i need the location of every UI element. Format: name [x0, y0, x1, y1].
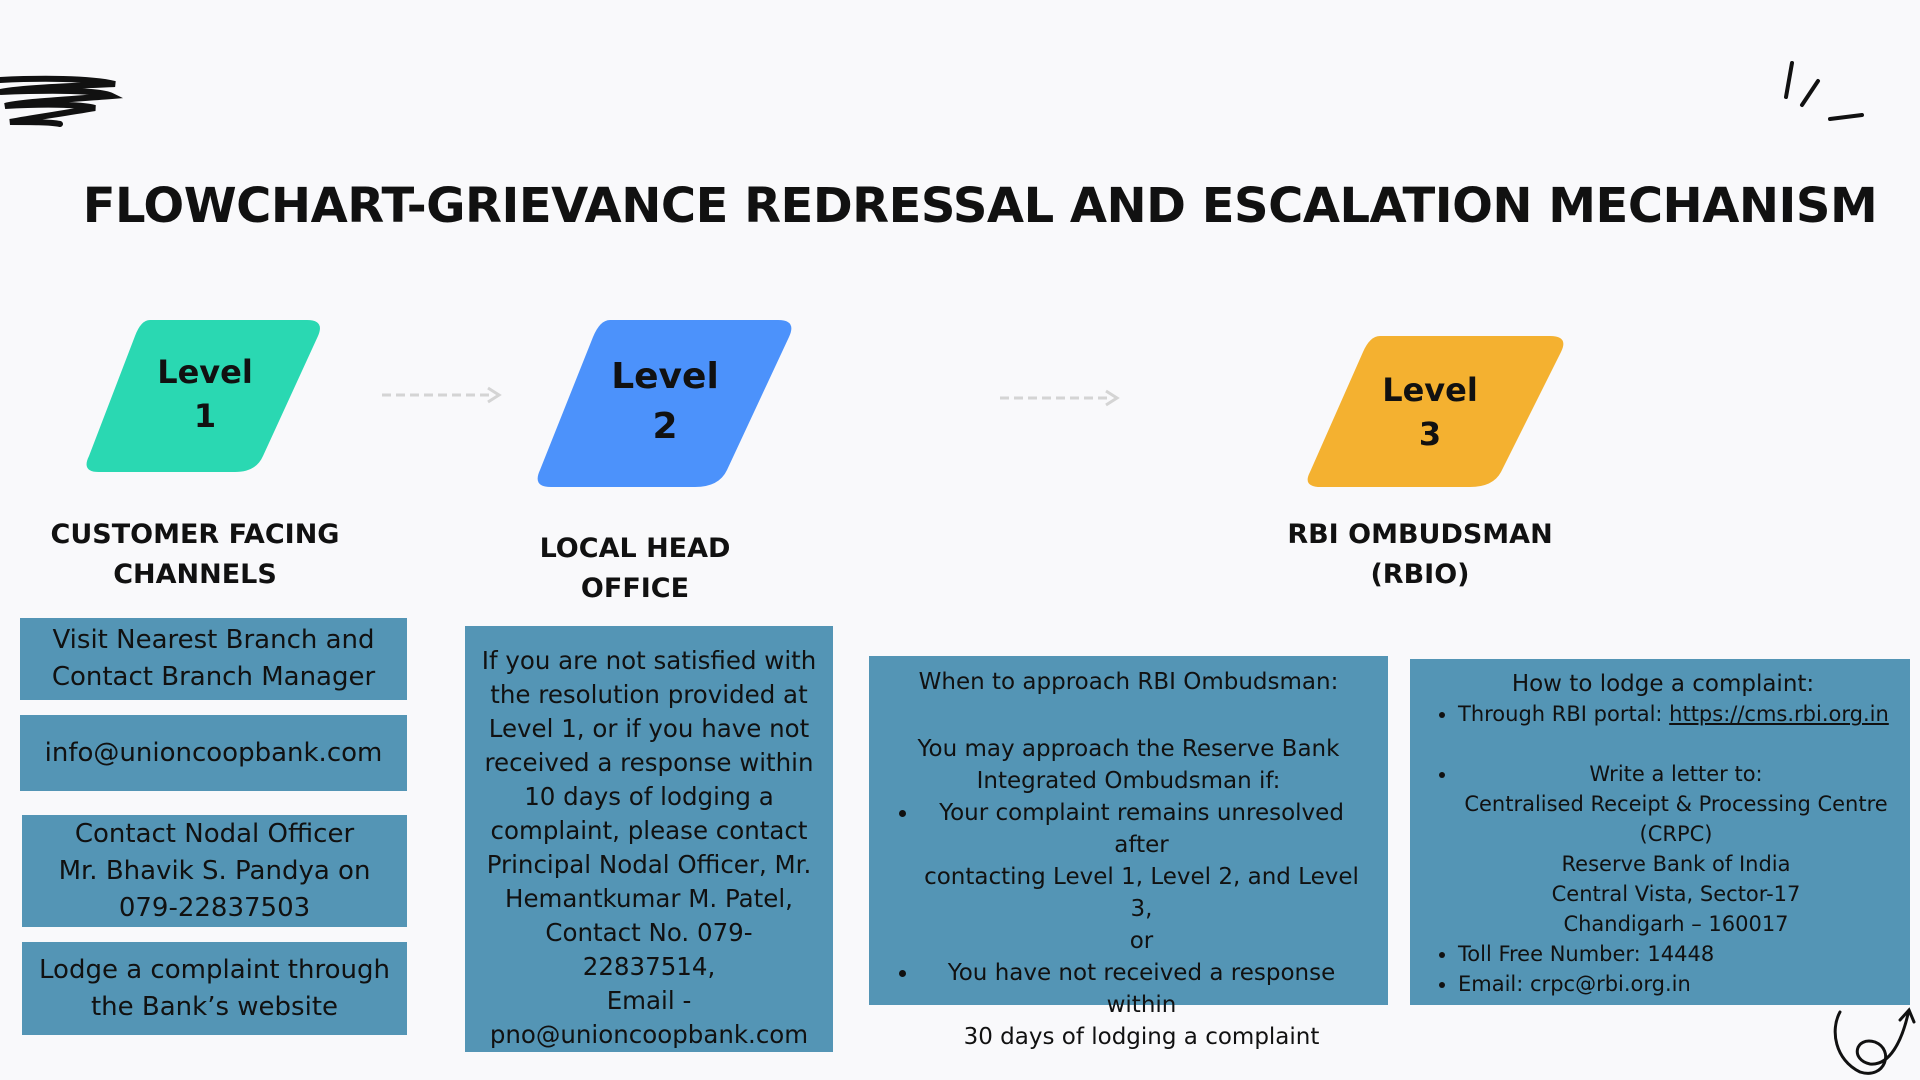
level-1-box-email: info@unioncoopbank.com: [20, 715, 407, 791]
scribble-decoration-top-left: [0, 75, 124, 127]
loop-arrow-decoration-bottom-right: [1833, 1007, 1916, 1075]
level-2-box-line: Email -: [606, 986, 692, 1015]
box-branch-line1: Visit Nearest Branch and: [52, 625, 375, 655]
level-2-box-line: If you are not satisfied with: [481, 646, 817, 675]
address-line: Chandigarh – 160017: [1563, 912, 1789, 936]
level-2-box-line: pno@unioncoopbank.com: [489, 1020, 809, 1049]
bullet-unresolved-line1: Your complaint remains unresolved after: [939, 800, 1344, 858]
level-1-number: 1: [193, 397, 217, 435]
address-line: (CRPC): [1639, 822, 1713, 846]
box-nodal-line3: 079-22837503: [118, 892, 311, 923]
rbi-portal-link[interactable]: https://cms.rbi.org.in: [1669, 702, 1889, 726]
arrow-level2-to-level3: [1000, 389, 1120, 407]
level-1-heading-line2: CHANNELS: [113, 559, 277, 590]
level-3-how-box: How to lodge a complaint: Through RBI po…: [1410, 659, 1910, 1005]
when-box-bullet-no-response: You have not received a response within …: [919, 957, 1364, 1053]
when-box-intro-line1: You may approach the Reserve Bank: [917, 736, 1340, 762]
level-2-parallelogram: [537, 320, 792, 487]
box-branch-line2: Contact Branch Manager: [51, 662, 376, 692]
level-2-heading-line1: LOCAL HEAD: [539, 533, 731, 564]
level-2-box: If you are not satisfied with the resolu…: [465, 626, 833, 1052]
level-3-label: Level 3: [1370, 368, 1490, 456]
page-title: FLOWCHART-GRIEVANCE REDRESSAL AND ESCALA…: [82, 178, 1878, 234]
bullet-unresolved-line3: or: [1129, 928, 1154, 954]
when-box-intro-line2: Integrated Ombudsman if:: [976, 768, 1281, 794]
how-box-bullet-email: Email: crpc@rbi.org.in: [1458, 969, 1894, 999]
box-website-line2: the Bank’s website: [90, 991, 339, 1022]
level-2-box-line: received a response within: [484, 748, 814, 777]
level-1-heading: CUSTOMER FACING CHANNELS: [40, 515, 350, 595]
level-2-box-line: Hemantkumar M. Patel,: [505, 884, 793, 913]
level-1-box-branch: Visit Nearest Branch and Contact Branch …: [20, 618, 407, 700]
level-3-heading-line1: RBI OMBUDSMAN: [1287, 519, 1553, 550]
box-website-line1: Lodge a complaint through: [39, 954, 390, 985]
bullet-unresolved-line2: contacting Level 1, Level 2, and Level 3…: [924, 864, 1359, 922]
level-3-when-box: When to approach RBI Ombudsman: You may …: [869, 656, 1388, 1050]
level-2-box-line: Contact No. 079-22837514,: [545, 918, 753, 981]
box-nodal-line2: Mr. Bhavik S. Pandya on: [58, 855, 371, 886]
box-nodal-line1: Contact Nodal Officer: [74, 818, 355, 849]
how-box-title: How to lodge a complaint:: [1511, 671, 1815, 697]
level-1-label: Level 1: [145, 350, 265, 438]
level-2-label: Level 2: [605, 352, 725, 452]
level-2-box-line: Level 1, or if you have not: [488, 714, 810, 743]
how-box-bullet-portal: Through RBI portal: https://cms.rbi.org.…: [1458, 699, 1894, 729]
when-box-bullets: Your complaint remains unresolved after …: [893, 797, 1364, 1053]
level-2-heading: LOCAL HEAD OFFICE: [485, 529, 785, 609]
box-email-line1: info@unioncoopbank.com: [44, 737, 383, 768]
bullet-no-response-line2: 30 days of lodging a complaint: [963, 1024, 1320, 1050]
level-3-word: Level: [1382, 371, 1478, 409]
letter-title: Write a letter to:: [1589, 762, 1763, 786]
level-3-parallelogram: [1307, 336, 1564, 487]
level-2-box-line: Principal Nodal Officer, Mr.: [486, 850, 812, 879]
level-1-word: Level: [157, 353, 253, 391]
how-box-bullets: Through RBI portal: https://cms.rbi.org.…: [1432, 699, 1894, 999]
portal-prefix: Through RBI portal:: [1458, 702, 1670, 726]
when-box-bullet-unresolved: Your complaint remains unresolved after …: [919, 797, 1364, 957]
level-2-box-line: the resolution provided at: [490, 680, 808, 709]
level-2-box-line: complaint, please contact: [490, 816, 808, 845]
level-2-number: 2: [652, 406, 678, 447]
arrow-level1-to-level2: [382, 386, 502, 404]
address-line: Centralised Receipt & Processing Centre: [1464, 792, 1888, 816]
level-1-box-website: Lodge a complaint through the Bank’s web…: [22, 942, 407, 1035]
how-box-bullet-letter: Write a letter to: Centralised Receipt &…: [1458, 759, 1894, 939]
sparkle-decoration-top-right: [1784, 61, 1864, 121]
level-3-heading: RBI OMBUDSMAN (RBIO): [1270, 515, 1570, 595]
level-1-parallelogram: [86, 320, 320, 472]
level-2-box-line: 10 days of lodging a: [524, 782, 774, 811]
bullet-no-response-line1: You have not received a response within: [947, 960, 1336, 1018]
level-2-heading-line2: OFFICE: [580, 573, 690, 604]
level-1-box-nodal-officer: Contact Nodal Officer Mr. Bhavik S. Pand…: [22, 815, 407, 927]
level-1-heading-line1: CUSTOMER FACING: [50, 519, 340, 550]
address-line: Central Vista, Sector-17: [1551, 882, 1801, 906]
level-3-heading-line2: (RBIO): [1370, 559, 1470, 590]
when-box-title: When to approach RBI Ombudsman:: [918, 669, 1339, 695]
level-2-word: Level: [611, 356, 719, 397]
address-line: Reserve Bank of India: [1561, 852, 1791, 876]
level-3-number: 3: [1418, 415, 1442, 453]
how-box-bullet-toll-free: Toll Free Number: 14448: [1458, 939, 1894, 969]
